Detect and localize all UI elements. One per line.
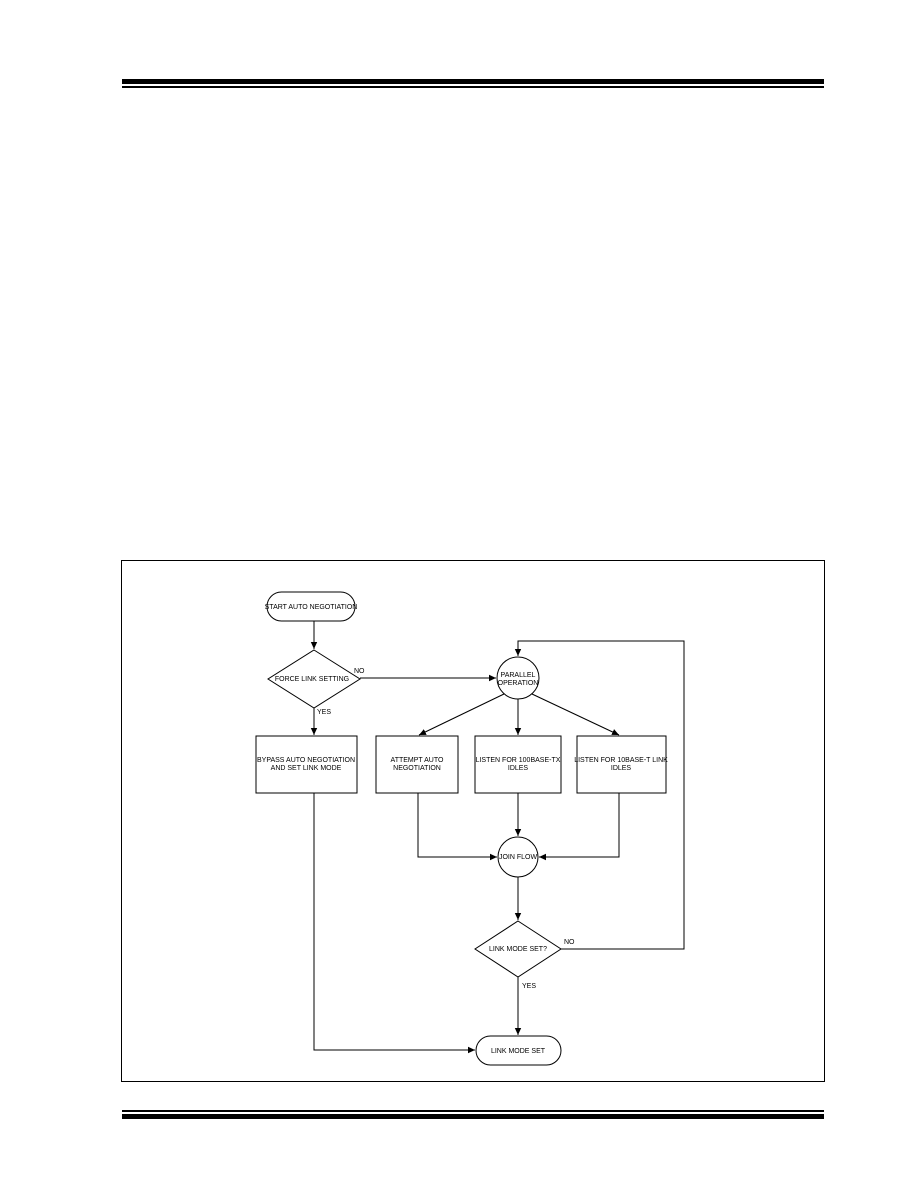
footer-rule-thin	[122, 1110, 824, 1112]
listen10-label-line2: IDLES	[611, 765, 632, 772]
force-no-label: NO	[354, 668, 365, 675]
footer-rule-thick	[122, 1114, 824, 1119]
bypass-label-line2: AND SET LINK MODE	[271, 765, 342, 772]
end-terminator	[475, 1035, 562, 1066]
listen100-label-line2: IDLES	[508, 765, 529, 772]
listen100-label-line1: LISTEN FOR 100BASE-TX	[476, 757, 561, 764]
figure-frame: START AUTO NEGOTIATION FORCE LINK SETTIN…	[121, 560, 825, 1082]
auto-negotiation-flowchart: START AUTO NEGOTIATION FORCE LINK SETTIN…	[255, 591, 685, 1066]
connector-link-no-loop	[514, 640, 685, 950]
connector-parallel-to-listen10	[531, 693, 620, 736]
parallel-label-line1: PARALLEL	[501, 672, 536, 679]
connector-parallel-to-attempt	[418, 693, 505, 736]
listen10-label-line1: LISTEN FOR 10BASE-T LINK	[574, 757, 668, 764]
connector-attempt-to-join	[417, 793, 497, 861]
end-label: LINK MODE SET	[491, 1048, 546, 1055]
bypass-process-box	[255, 735, 358, 794]
connector-bypass-to-end	[313, 793, 475, 1054]
connector-listen10-to-join	[539, 793, 620, 861]
link-no-label: NO	[564, 939, 575, 946]
listen-10base-t-box	[576, 735, 667, 794]
header-rule-thin	[122, 86, 824, 88]
start-label: START AUTO NEGOTIATION	[265, 604, 358, 611]
link-decision-label: LINK MODE SET?	[489, 946, 547, 953]
attempt-label-line2: NEGOTIATION	[393, 765, 441, 772]
force-decision-label: FORCE LINK SETTING	[275, 676, 349, 683]
parallel-label-line2: OPERATION	[498, 680, 539, 687]
link-yes-label: YES	[522, 983, 536, 990]
force-yes-label: YES	[317, 709, 331, 716]
attempt-label-line1: ATTEMPT AUTO	[391, 757, 444, 764]
bypass-label-line1: BYPASS AUTO NEGOTIATION	[257, 757, 355, 764]
start-terminator	[266, 591, 356, 622]
header-rule-thick	[122, 79, 824, 84]
attempt-auto-negotiation-box	[375, 735, 459, 794]
join-label: JOIN FLOW	[499, 854, 538, 861]
